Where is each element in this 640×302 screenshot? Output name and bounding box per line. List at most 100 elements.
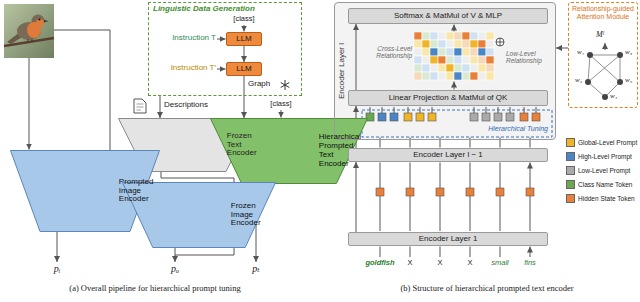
prompt-tokens	[496, 188, 504, 196]
connector-arrow	[160, 96, 161, 118]
connector-arrow	[556, 48, 568, 49]
prompt-tokens	[470, 113, 478, 121]
relationship-graph	[587, 52, 593, 58]
plus-symbol	[496, 38, 504, 46]
legend-row: High-Level Prompt	[566, 152, 638, 161]
legend-text: Low-Level Prompt	[578, 167, 630, 174]
matrix-cell	[430, 48, 438, 56]
matrix-cell	[446, 64, 454, 72]
encoder-layer: Encoder Layer lSoftmax & MatMul of V & M…	[334, 2, 556, 140]
legend-text: Global-Level Prompt	[578, 139, 637, 146]
matrix-cell	[486, 72, 494, 80]
relationship-label: Cross-Level Relationship	[360, 45, 412, 60]
document-icon	[134, 99, 146, 113]
weight-label: w₃	[625, 49, 632, 57]
data-label: Descriptions	[164, 101, 208, 110]
matrix-cell	[462, 72, 470, 80]
relationship-graph	[602, 94, 608, 100]
matrix-cell	[422, 48, 430, 56]
flow-wire	[454, 82, 455, 90]
flow-wire	[380, 247, 530, 258]
flow-wire	[217, 69, 226, 70]
prompt-tokens	[532, 113, 540, 121]
matrix-cell	[462, 40, 470, 48]
tuning-label: Hierarchical Tuning	[440, 125, 548, 133]
trapezoid-outline	[122, 182, 276, 248]
data-generation-group: Linguistic Data GenerationLLMLLM	[148, 2, 302, 96]
weight-label: w₂	[575, 77, 582, 85]
input-token: fins	[518, 259, 542, 267]
matrix-cell	[414, 56, 422, 64]
legend-swatch	[566, 180, 575, 189]
relationship-graph	[585, 52, 623, 100]
trapezoid-shape	[123, 183, 276, 248]
bird-photo	[44, 20, 49, 23]
process-box: Linear Projection & MatMul of QK	[348, 90, 548, 106]
legend-swatch	[566, 152, 575, 161]
matrix-cell	[438, 40, 446, 48]
matrix-cell	[478, 56, 486, 64]
matrix-cell	[446, 32, 454, 40]
matrix-cell	[454, 40, 462, 48]
input-token: X	[433, 259, 447, 267]
node-text: Relationship-guided Attention Module	[571, 5, 635, 21]
connector-arrow	[356, 162, 357, 232]
matrix-cell	[414, 40, 422, 48]
matrix-cell	[438, 56, 446, 64]
output-symbol: pₒ	[167, 263, 183, 274]
matrix-cell	[470, 32, 478, 40]
matrix-cell	[478, 72, 486, 80]
flow-wire	[29, 58, 30, 150]
encoder-layer: Encoder Layer l − 1	[348, 148, 548, 162]
bird-photo	[39, 19, 41, 21]
matrix-cell	[486, 64, 494, 72]
matrix-cell	[470, 64, 478, 72]
node-text: Encoder Layer 1	[349, 235, 547, 244]
legend-row: Hidden State Token	[566, 194, 638, 203]
matrix-cell	[478, 40, 486, 48]
prompt-tokens	[378, 113, 386, 121]
matrix-cell	[486, 40, 494, 48]
matrix-cell	[470, 48, 478, 56]
matrix-cell	[470, 72, 478, 80]
node-text: LLM	[227, 65, 261, 74]
weight-label: w₅	[625, 77, 632, 85]
bird-photo	[4, 4, 54, 58]
flow-wire	[605, 43, 606, 50]
legend: Global-Level PromptHigh-Level PromptLow-…	[566, 138, 638, 208]
node-text: Linear Projection & MatMul of QK	[349, 94, 547, 103]
matrix-cell	[454, 48, 462, 56]
prompt-tokens	[404, 113, 412, 121]
bird-photo	[36, 19, 44, 27]
flow-wire	[370, 25, 605, 258]
matrix-cell	[454, 72, 462, 80]
matrix-cell	[478, 64, 486, 72]
legend-row: Low-Level Prompt	[566, 166, 638, 175]
legend-row: Class Name Token	[566, 180, 638, 189]
prompt-tokens	[416, 113, 424, 121]
matrix-cell	[446, 48, 454, 56]
relationship-graph	[617, 52, 623, 58]
matrix-cell	[422, 72, 430, 80]
matrix-cell	[430, 72, 438, 80]
matrix-cell	[422, 40, 430, 48]
plus-symbol	[496, 38, 504, 46]
matrix-cell	[430, 64, 438, 72]
matrix-cell	[446, 72, 454, 80]
legend-swatch	[566, 166, 575, 175]
plus-symbol	[496, 38, 504, 46]
input-token: [class]	[229, 15, 259, 23]
matrix-cell	[454, 56, 462, 64]
matrix-cell	[430, 32, 438, 40]
prompt-tokens	[436, 188, 444, 196]
subfigure-caption: (a) Overall pipeline for hierarchical pr…	[2, 284, 308, 294]
matrix-cell	[462, 32, 470, 40]
prompt-tokens	[390, 113, 398, 121]
process-box: Softmax & MatMul of V & MLP	[348, 8, 548, 24]
matrix-cell	[438, 48, 446, 56]
matrix-cell	[486, 48, 494, 56]
flow-wire	[57, 232, 58, 262]
legend-swatch	[566, 194, 575, 203]
